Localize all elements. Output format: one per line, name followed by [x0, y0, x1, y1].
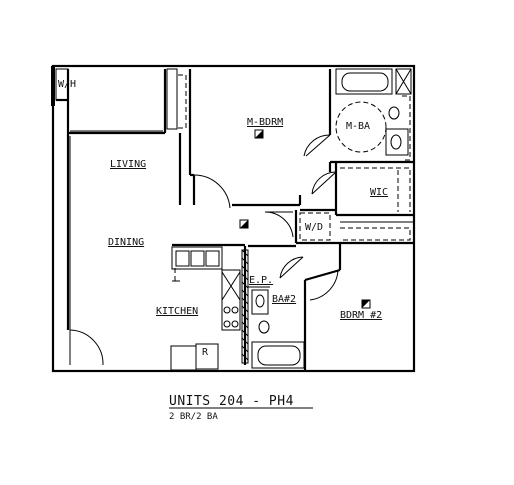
exterior-walls: [51, 64, 416, 373]
doors: [69, 134, 339, 366]
master-bath-fixtures: [335, 68, 412, 161]
ceiling-markers: [239, 129, 371, 309]
refrigerator-label: R: [202, 347, 209, 358]
master-bedroom-label: M-BDRM: [247, 117, 283, 128]
kitchen-label: KITCHEN: [156, 306, 198, 317]
living-label: LIVING: [110, 159, 146, 170]
bath2-fixtures: [251, 289, 305, 369]
unit-title: UNITS 204 - PH4: [169, 394, 294, 409]
wic-label: WIC: [370, 187, 388, 198]
washer-dryer-label: W/D: [305, 222, 323, 233]
dining-label: DINING: [108, 237, 144, 248]
water-heater-label: W/H: [58, 79, 76, 90]
interior-walls: [66, 68, 414, 371]
bath2-label: BA#2: [272, 294, 296, 305]
bedroom2-label: BDRM #2: [340, 310, 382, 321]
master-bath-label: M-BA: [346, 121, 370, 132]
entry-porch-label: E.P.: [249, 275, 273, 286]
unit-subtitle: 2 BR/2 BA: [169, 412, 218, 422]
washer-dryer: [299, 212, 331, 241]
